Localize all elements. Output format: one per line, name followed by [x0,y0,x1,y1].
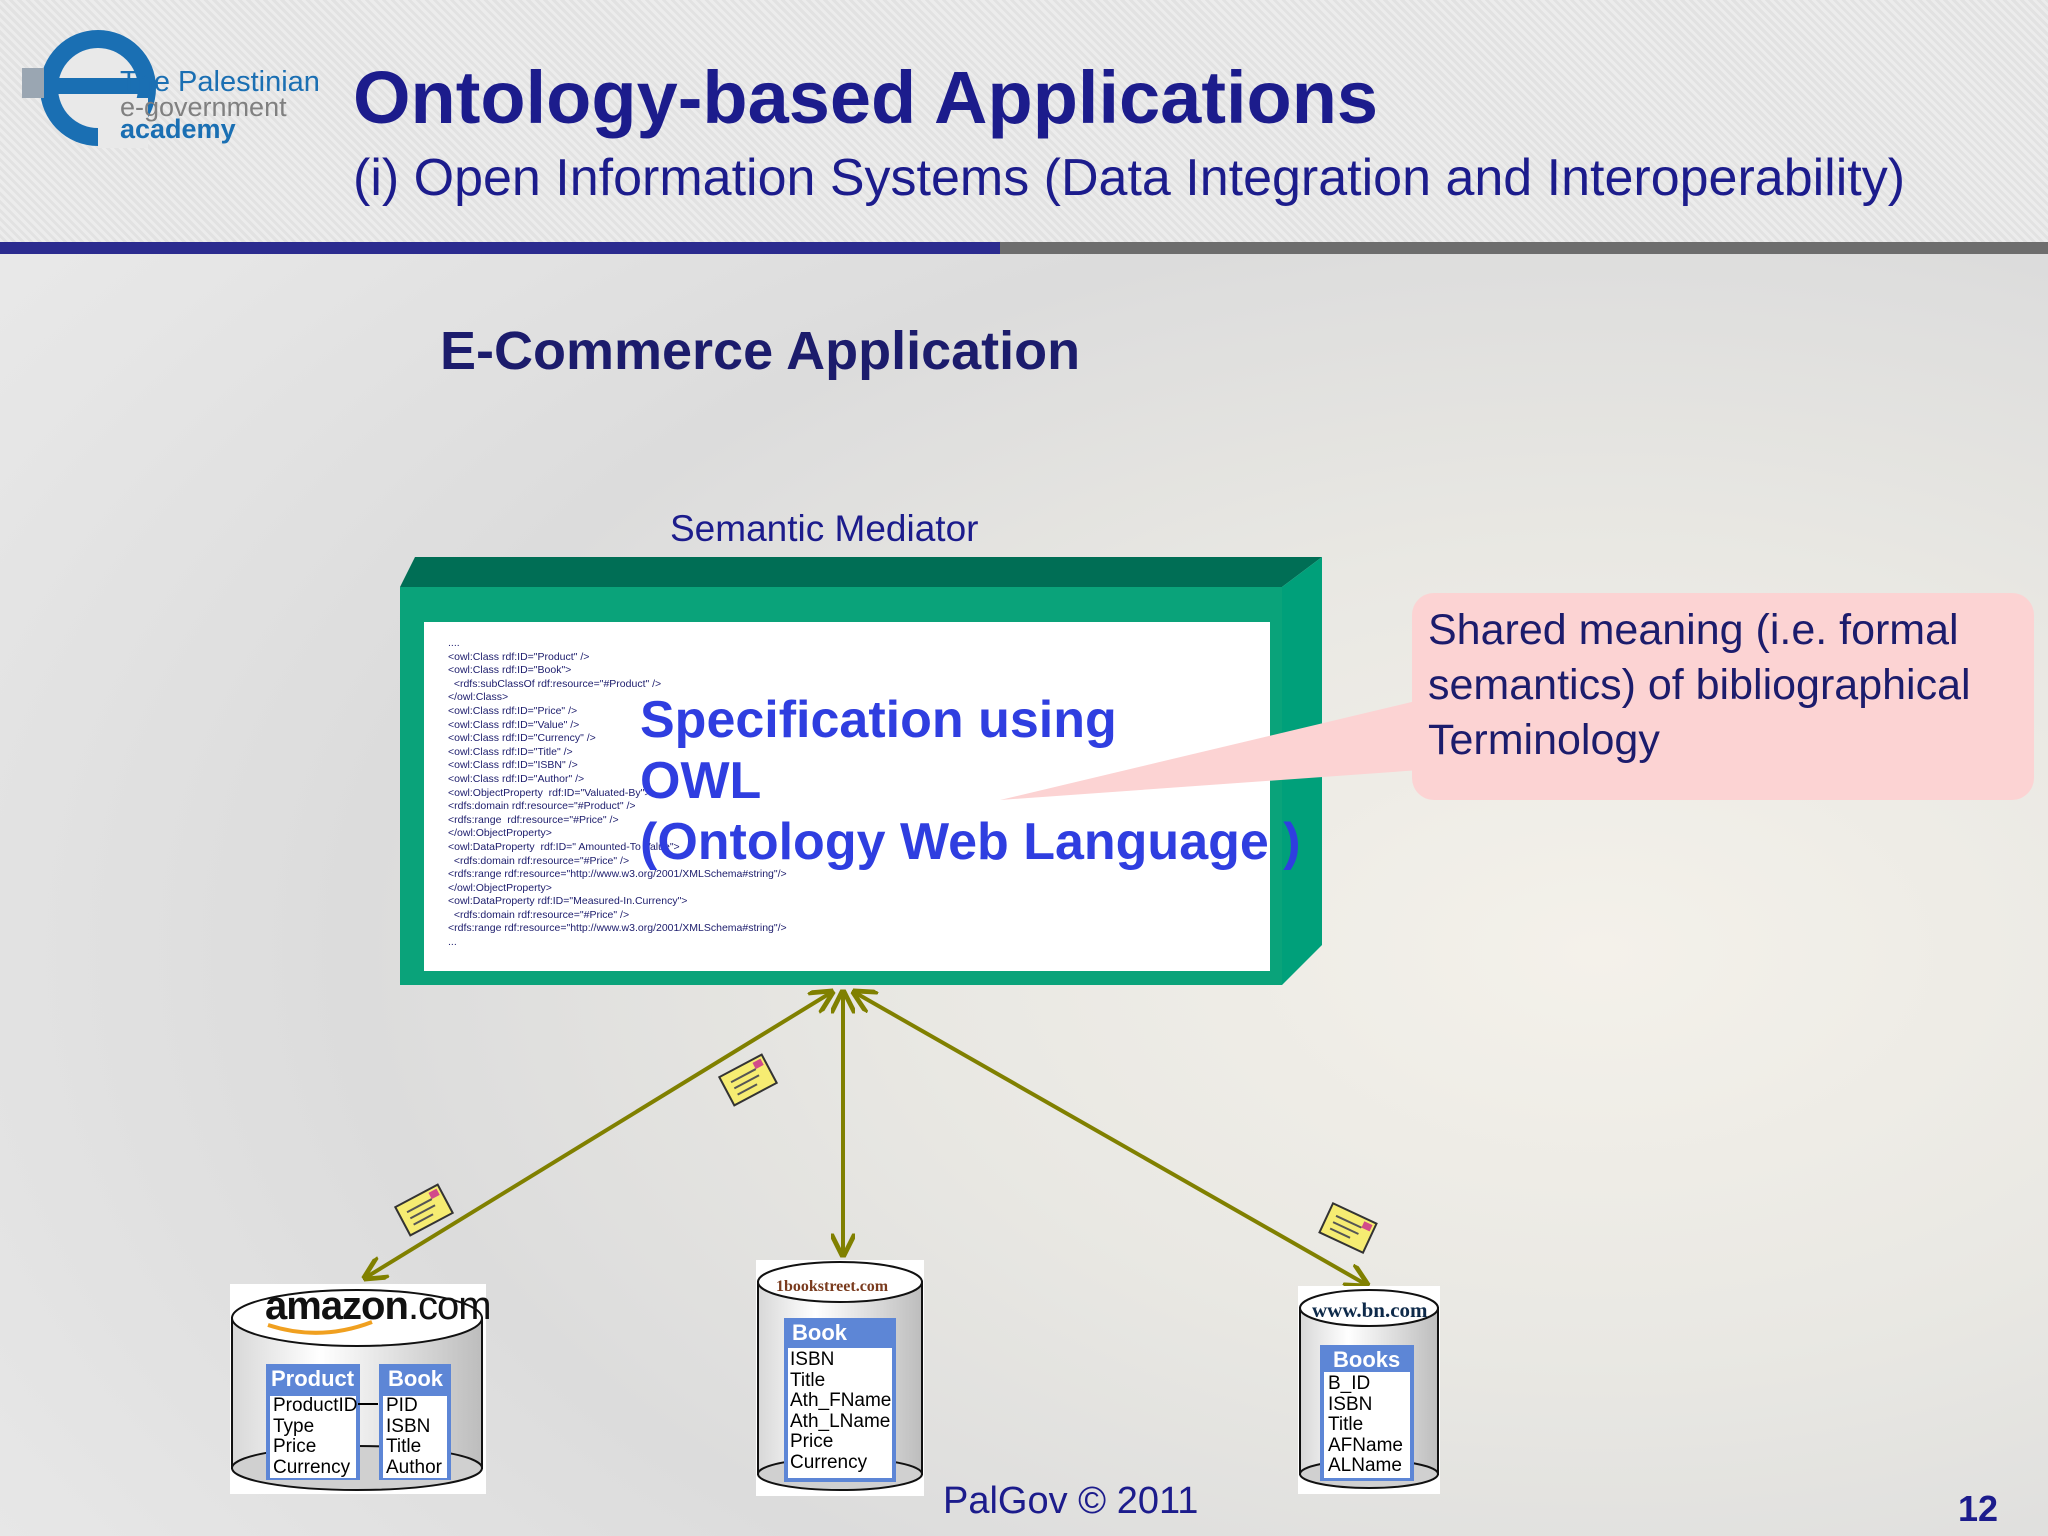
academy-logo [20,20,320,170]
logo-line-1: The Palestinian [120,66,320,98]
logo-line-2: e-government [120,92,287,122]
amazon-logo-main: amazon [265,1284,409,1328]
bn-database-icon [1298,1286,1440,1494]
arrow-bn [854,992,1367,1285]
amazon-table-product-fields: ProductID Type Price Currency [273,1395,358,1478]
bookstreet-logo: 1bookstreet.com [776,1278,889,1295]
bookstreet-table-book-fields: ISBN Title Ath_FName Ath_LName Price Cur… [790,1349,892,1473]
envelope-icon [1318,1202,1378,1254]
bn-logo: www.bn.com [1312,1298,1428,1322]
spec-line-2: OWL [640,752,762,810]
slide-title: Ontology-based Applications [353,56,1379,139]
callout-line-1: Shared meaning (i.e. formal [1428,606,1959,654]
header-divider-grey [1000,242,2048,254]
bookstreet-database-icon [756,1260,924,1496]
arrow-amazon [365,992,832,1278]
mediator-label: Semantic Mediator [670,508,979,549]
section-title: E-Commerce Application [440,321,1081,381]
page-number: 12 [1958,1488,1999,1529]
envelope-icon [393,1183,455,1237]
bookstreet-table-book-header: Book [792,1320,847,1345]
owl-specification-heading: Specification using OWL (Ontology Web La… [640,690,1301,873]
header-divider-blue [0,242,1000,254]
academy-logo-icon [22,30,156,148]
owl-code-listing: .... <owl:Class rdf:ID="Product" /> <owl… [448,637,787,949]
spec-line-1: Specification using [640,691,1117,749]
callout-line-2: semantics) of bibliographical [1428,661,1971,709]
amazon-table-product-header: Product [271,1366,355,1391]
callout-text: Shared meaning (i.e. formal semantics) o… [1428,603,1971,768]
connection-arrows [365,992,1367,1285]
spec-line-3: (Ontology Web Language ) [640,813,1301,871]
amazon-logo-suffix: .com [407,1284,492,1328]
callout-line-3: Terminology [1428,716,1660,764]
header-background [0,0,2048,242]
amazon-database-icon [230,1284,486,1494]
bn-table-books-header: Books [1333,1347,1401,1372]
logo-line-3: academy [120,114,236,144]
amazon-table-book-header: Book [388,1366,443,1391]
slide-subtitle: (i) Open Information Systems (Data Integ… [353,149,1906,207]
envelope-icon [717,1053,779,1107]
amazon-table-book-fields: PID ISBN Title Author [386,1395,442,1478]
bn-table-books-fields: B_ID ISBN Title AFName ALName [1328,1373,1403,1476]
amazon-logo: amazon.com [265,1284,492,1329]
callout-bubble [1000,593,2034,800]
footer-copyright: PalGov © 2011 [943,1480,1199,1522]
